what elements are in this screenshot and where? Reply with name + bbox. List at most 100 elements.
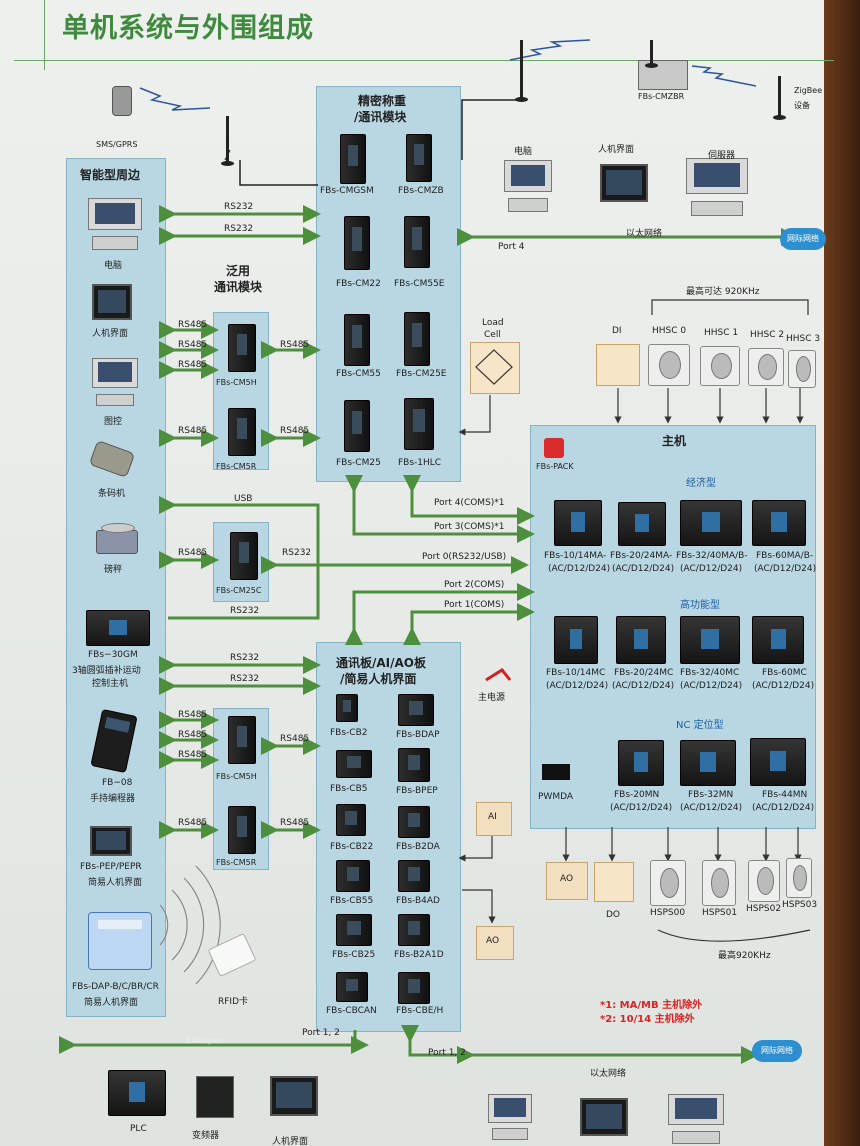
plc-e4: [752, 500, 806, 546]
h4-label-1: FBs-60MC: [762, 668, 807, 678]
fbs-pack-label: FBs-PACK: [536, 462, 574, 471]
bdap-board: [398, 694, 434, 726]
periph-barcode-label: 条码机: [98, 489, 126, 499]
port12-label-right: Port 1, 2: [428, 1048, 466, 1058]
h4-label-2: (AC/D12/D24): [752, 681, 815, 691]
e3-label-1: FBs-32/40MA/B-: [676, 551, 748, 561]
periph-scale-label: 磅秤: [104, 565, 123, 575]
n3-label-2: (AC/D12/D24): [752, 803, 815, 813]
load-label-2: Cell: [484, 330, 501, 340]
periph-scada-icon: [92, 358, 138, 406]
bpep-board: [398, 748, 430, 782]
internet-cloud-top: 网际网络: [780, 228, 826, 250]
cmzbr-label: FBs-CMZBR: [638, 92, 685, 101]
e1-label-2: (AC/D12/D24): [548, 564, 611, 574]
hhsc3-label: HHSC 3: [786, 334, 821, 344]
rs485-label-5: RS485: [178, 426, 208, 436]
bottom-plc-icon: [108, 1070, 166, 1116]
rs485-label-12: RS485: [178, 818, 208, 828]
cm5h-b-label: FBs-CM5H: [216, 772, 257, 781]
max-khz-top-label: 最高可达 920KHz: [686, 287, 760, 297]
inverter-label: 变频器: [192, 1131, 220, 1141]
hhsc0-encoder-icon: [648, 344, 690, 386]
cm5r-a-label: FBs-CM5R: [216, 462, 257, 471]
general-title-2: 通讯模块: [214, 280, 263, 294]
cbcan-board: [336, 972, 368, 1002]
cb2-board: [336, 694, 358, 722]
cb55-label: FBs-CB55: [330, 896, 374, 906]
bottom-pc-icon: [488, 1094, 532, 1140]
ethernet-label-bottom: 以太网络: [590, 1069, 627, 1079]
pwmda-label: PWMDA: [538, 792, 574, 802]
hhsc3-encoder-icon: [788, 350, 816, 388]
main-unit-title: 主机: [662, 434, 687, 448]
top-hmi-label: 人机界面: [598, 145, 635, 155]
cm5r-a-module: [228, 408, 256, 456]
cmzbr-antenna-icon: [645, 40, 658, 68]
title-divider: [14, 60, 834, 61]
general-title-1: 泛用: [226, 264, 251, 278]
rs232-label-2: RS232: [224, 224, 254, 234]
max-khz-bottom-label: 最高920KHz: [718, 951, 771, 961]
cmzb-module: [406, 134, 432, 182]
rs485-label-7: RS485: [178, 548, 208, 558]
b2da-label: FBs-B2DA: [396, 842, 440, 852]
plc-e1: [554, 500, 602, 546]
port2-coms-label: Port 2(COMS): [444, 580, 505, 590]
rs485-label-13: RS485: [280, 818, 310, 828]
load-cell-icon: [470, 342, 520, 394]
plc-h1: [554, 616, 598, 664]
plc-h3: [680, 616, 740, 664]
rs232-label-6: RS232: [230, 674, 260, 684]
cm5h-a-label: FBs-CM5H: [216, 378, 257, 387]
do-label: DO: [606, 910, 621, 920]
n2-label-2: (AC/D12/D24): [680, 803, 743, 813]
di-sensor-icon: [596, 344, 640, 386]
port1-coms-label: Port 1(COMS): [444, 600, 505, 610]
cb25-label: FBs-CB25: [332, 950, 376, 960]
rs232-label-1: RS232: [224, 202, 254, 212]
periph-dap-label-2: 简易人机界面: [84, 998, 139, 1008]
cm55-label: FBs-CM55: [336, 369, 381, 379]
hsps03-label: HSPS03: [782, 900, 818, 910]
periph-dap-label-1: FBs-DAP-B/C/BR/CR: [72, 982, 159, 992]
hsps00-driver-icon: [650, 860, 686, 906]
internet-cloud-bottom: 网际网络: [752, 1040, 802, 1062]
n3-label-1: FBs-44MN: [762, 790, 808, 800]
hlc-label: FBs-1HLC: [398, 458, 442, 468]
hsps01-driver-icon: [702, 860, 736, 906]
cb2-label: FBs-CB2: [330, 728, 368, 738]
rs485-label-8: RS485: [178, 710, 208, 720]
hsps01-label: HSPS01: [702, 908, 738, 918]
b2a1d-board: [398, 914, 430, 946]
periph-pc-label: 电脑: [104, 261, 123, 271]
dap-keypad-icon: [88, 912, 152, 970]
plc-n2: [680, 740, 736, 786]
periph-30gm-label-1: FBs−30GM: [88, 650, 138, 660]
diagram-title: 单机系统与外围组成: [62, 13, 314, 44]
bottom-hmi-label: 人机界面: [272, 1137, 309, 1146]
ai-label: AI: [488, 812, 497, 822]
cm22-label: FBs-CM22: [336, 279, 381, 289]
periph-scada-label: 图控: [104, 417, 123, 427]
top-pc-label: 电脑: [514, 147, 533, 157]
rs232-label-4: RS232: [230, 606, 260, 616]
h1-label-1: FBs-10/14MC: [546, 668, 606, 678]
n1-label-2: (AC/D12/D24): [610, 803, 673, 813]
board-title-1: 通讯板/AI/AO板: [336, 656, 427, 670]
cm5h-a-module: [228, 324, 256, 372]
note-1: *1: MA/MB 主机除外: [600, 1000, 703, 1011]
plc-e2: [618, 502, 666, 546]
fbs-pack-icon: [544, 438, 564, 458]
bottom-hmi-icon: [270, 1076, 318, 1116]
plc-h4: [752, 616, 804, 664]
n1-label-1: FBs-20MN: [614, 790, 660, 800]
cm5r-b-module: [228, 806, 256, 854]
rs485-label-11: RS485: [280, 734, 310, 744]
cb22-board: [336, 804, 366, 836]
plc-e3: [680, 500, 742, 546]
rs485-label-1: RS485: [178, 320, 208, 330]
rs485-label-9: RS485: [178, 730, 208, 740]
periph-pep-label-2: 简易人机界面: [88, 878, 143, 888]
high-function-heading: 高功能型: [680, 600, 720, 611]
